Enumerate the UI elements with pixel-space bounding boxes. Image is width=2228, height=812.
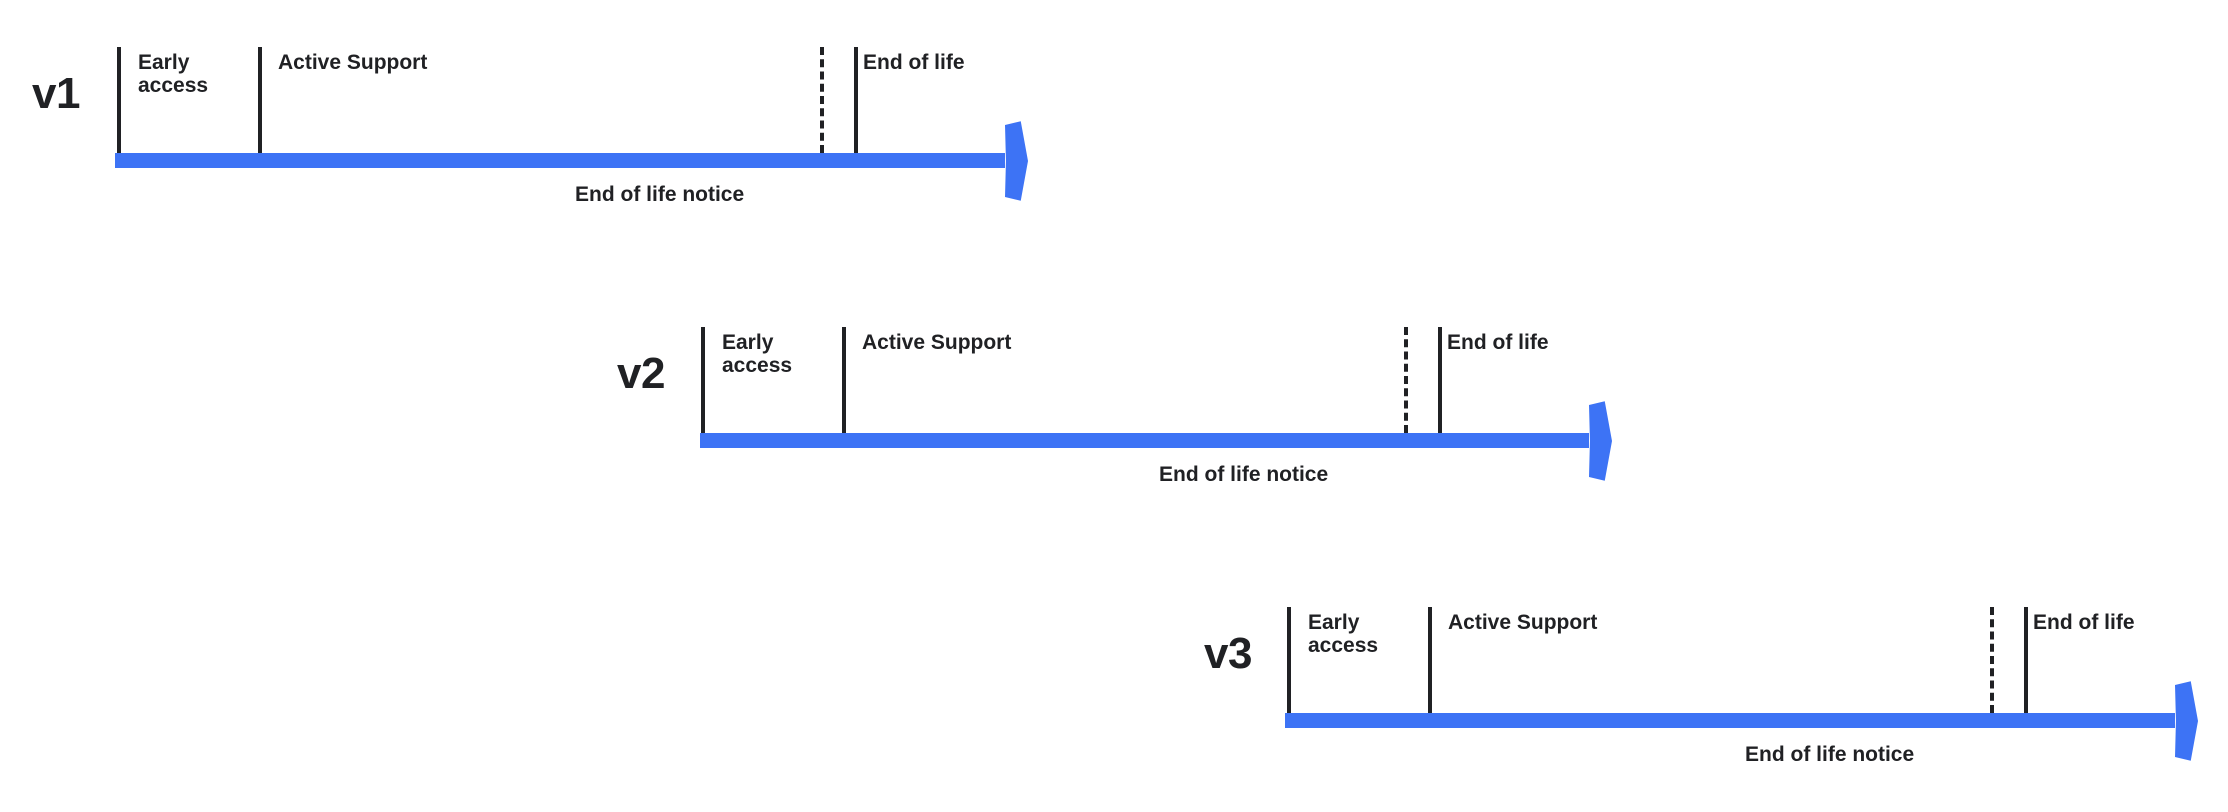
version-label-v2: v2 — [617, 349, 665, 398]
tick-end-of-life-start-v2 — [1438, 327, 1442, 433]
tick-early-access-start-v3 — [1287, 607, 1291, 713]
lifecycle-bar-v1 — [115, 153, 1005, 168]
phase-label-active-support-v1: Active Support — [278, 51, 428, 74]
tick-end-of-life-notice-start-v1 — [820, 47, 824, 153]
tick-end-of-life-start-v3 — [2024, 607, 2028, 713]
phase-label-active-support-v2: Active Support — [862, 331, 1012, 354]
tick-early-access-start-v2 — [701, 327, 705, 433]
phase-label-end-of-life-v1: End of life — [863, 51, 965, 74]
version-label-v1: v1 — [32, 69, 80, 118]
lifecycle-bar-v3 — [1285, 713, 2175, 728]
phase-label-early-access-v1: Early access — [138, 51, 209, 97]
end-of-life-notice-label-v3: End of life notice — [1745, 743, 1915, 766]
end-of-life-notice-label-v2: End of life notice — [1159, 463, 1329, 486]
tick-end-of-life-notice-start-v2 — [1404, 327, 1408, 433]
tick-active-support-start-v1 — [258, 47, 262, 153]
tick-active-support-start-v2 — [842, 327, 846, 433]
phase-label-end-of-life-v3: End of life — [2033, 611, 2135, 634]
tick-active-support-start-v3 — [1428, 607, 1432, 713]
version-label-v3: v3 — [1204, 629, 1252, 678]
tick-early-access-start-v1 — [117, 47, 121, 153]
tick-end-of-life-start-v1 — [854, 47, 858, 153]
lifecycle-bar-v2 — [700, 433, 1589, 448]
phase-label-end-of-life-v2: End of life — [1447, 331, 1549, 354]
tick-end-of-life-notice-start-v3 — [1990, 607, 1994, 713]
phase-label-active-support-v3: Active Support — [1448, 611, 1598, 634]
phase-label-early-access-v3: Early access — [1308, 611, 1379, 657]
arrow-head-icon-v3 — [2175, 680, 2198, 761]
arrow-head-icon-v2 — [1589, 400, 1612, 481]
end-of-life-notice-label-v1: End of life notice — [575, 183, 745, 206]
arrow-head-icon-v1 — [1005, 120, 1028, 201]
phase-label-early-access-v2: Early access — [722, 331, 793, 377]
